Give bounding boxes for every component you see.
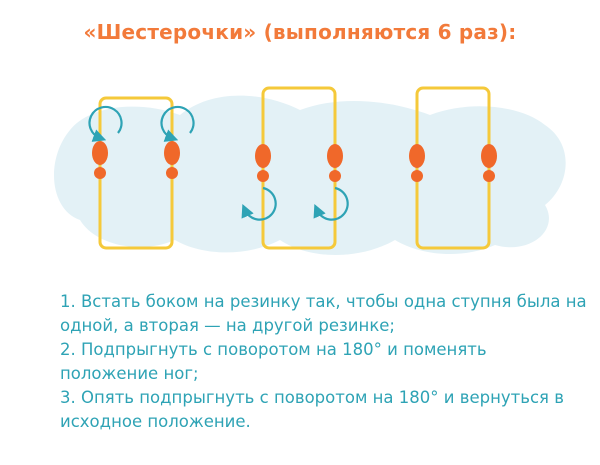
instruction-step-3: 3. Опять подпрыгнуть с поворотом на 180°… bbox=[60, 388, 564, 431]
foot-icon bbox=[92, 141, 108, 179]
figure-step-1 bbox=[88, 96, 195, 250]
cloud-background bbox=[53, 95, 566, 255]
rotate-arrow-icon bbox=[160, 105, 195, 142]
instructions: 1. Встать боком на резинку так, чтобы од… bbox=[60, 290, 590, 434]
diagram-title: «Шестерочки» (выполняются 6 раз): bbox=[83, 20, 517, 44]
figure-step-2 bbox=[241, 86, 349, 250]
foot-icon bbox=[327, 144, 343, 182]
rotate-arrow-icon bbox=[313, 186, 349, 221]
rotate-arrow-icon bbox=[88, 105, 123, 142]
foot-icon bbox=[164, 141, 180, 179]
foot-icon bbox=[409, 144, 425, 182]
instruction-step-2: 2. Подпрыгнуть с поворотом на 180° и пом… bbox=[60, 340, 487, 383]
figure-step-3 bbox=[409, 86, 497, 250]
instruction-step-1: 1. Встать боком на резинку так, чтобы од… bbox=[60, 292, 587, 335]
foot-icon bbox=[255, 144, 271, 182]
foot-icon bbox=[481, 144, 497, 182]
jump-diagram bbox=[53, 86, 566, 255]
rotate-arrow-icon bbox=[241, 186, 277, 221]
